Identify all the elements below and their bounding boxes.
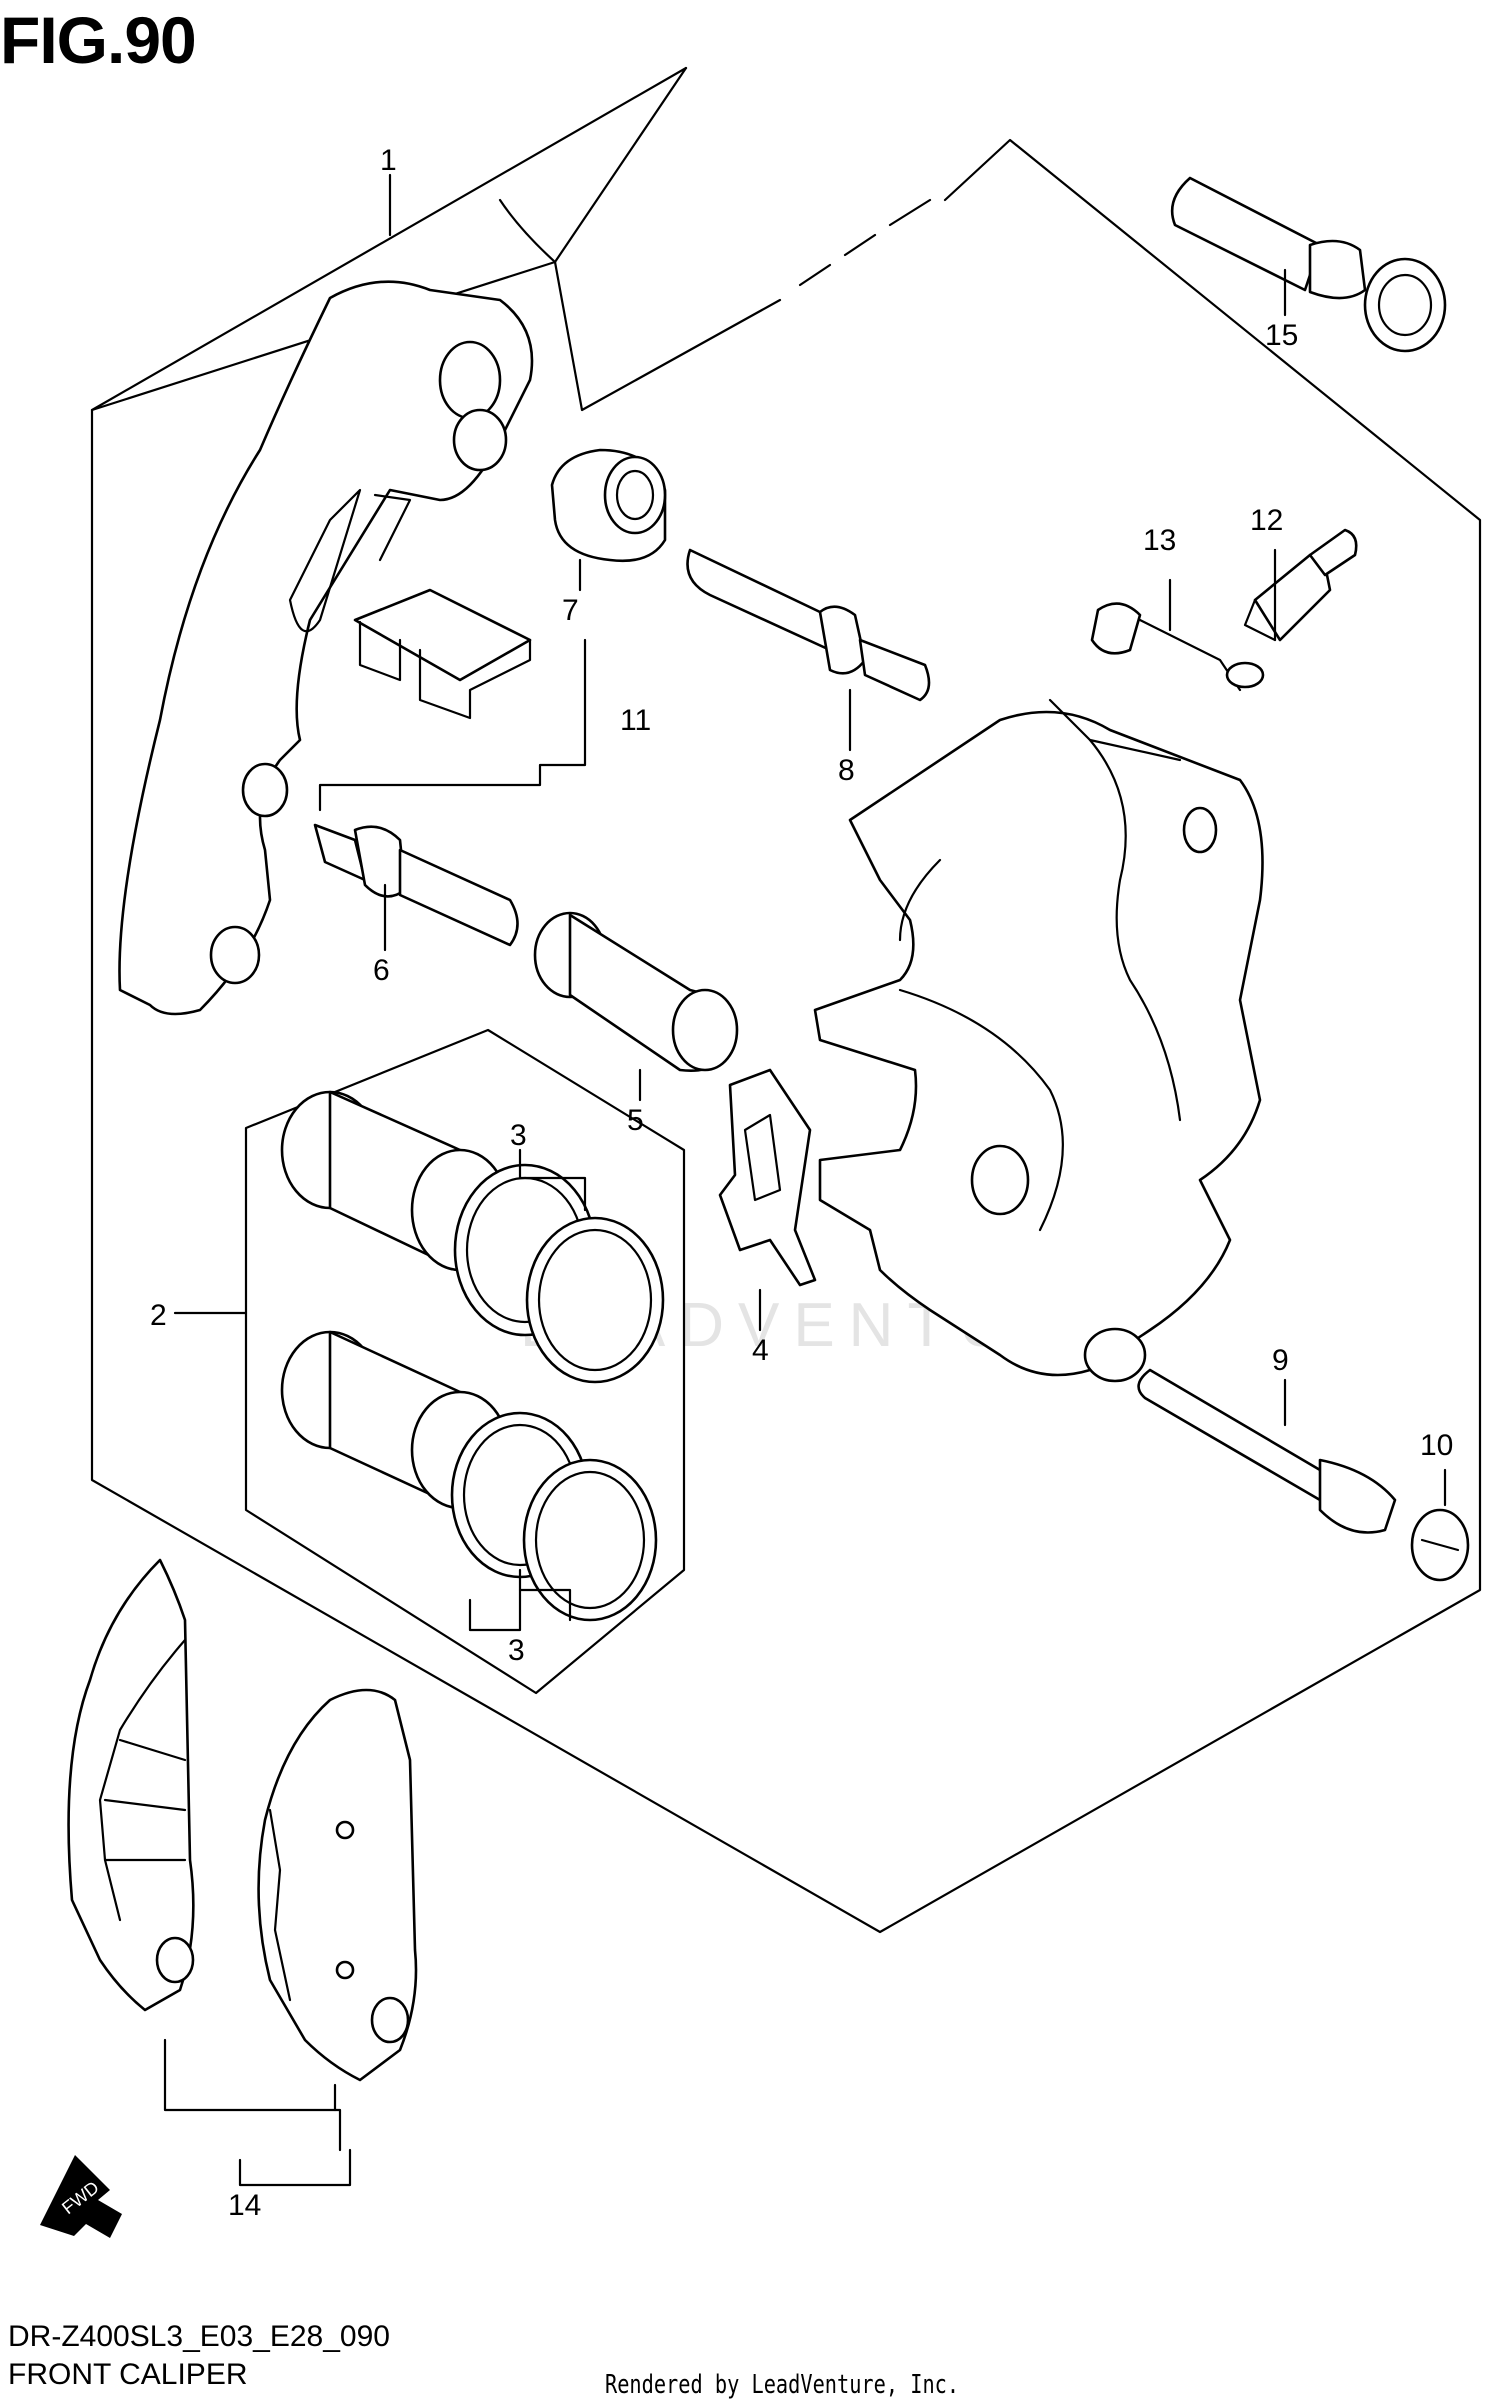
pad-spring-4 — [718, 1068, 817, 1287]
mount-bolt-15 — [1170, 176, 1447, 353]
bracket-slide-pin-6 — [313, 823, 519, 947]
callout-7: 7 — [562, 594, 579, 627]
pad-pin-9 — [1137, 1368, 1397, 1534]
pin-boot-7 — [550, 448, 667, 563]
callout-2: 2 — [150, 1299, 167, 1332]
model-code: DR-Z400SL3_E03_E28_090 — [8, 2320, 390, 2353]
assembly-outline — [90, 66, 1482, 1934]
callout-14: 14 — [228, 2189, 261, 2222]
callout-6: 6 — [373, 954, 390, 987]
seal-upper-b — [525, 1216, 665, 1384]
callout-1: 1 — [380, 144, 397, 177]
caliper-slide-pin-8 — [686, 548, 931, 702]
pin-plug-10 — [1410, 1508, 1470, 1582]
figure-title: FIG.90 — [0, 3, 197, 77]
bleeder-12 — [1243, 528, 1358, 642]
callout-15: 15 — [1265, 319, 1298, 352]
caliper-bracket — [118, 280, 534, 1016]
callout-8: 8 — [838, 754, 855, 787]
callout-11: 11 — [620, 704, 651, 737]
brake-pad-outer — [67, 1558, 195, 2012]
bleeder-cap-13 — [1090, 602, 1265, 692]
piston-lower — [280, 1330, 510, 1510]
fwd-arrow-icon: FWD — [40, 2155, 122, 2238]
leader-lines — [163, 173, 1447, 2187]
pad-retainer — [353, 588, 532, 720]
rendered-by-credit: Rendered by LeadVenture, Inc. — [605, 2370, 960, 2400]
piston-box-outline — [244, 1028, 686, 1695]
callout-5: 5 — [627, 1104, 644, 1137]
callout-3-upper: 3 — [510, 1119, 527, 1152]
callout-12: 12 — [1250, 504, 1283, 537]
brake-pad-inner — [257, 1688, 418, 2082]
pin-boot-5 — [533, 911, 739, 1072]
callout-3-lower: 3 — [508, 1634, 525, 1667]
callout-13: 13 — [1143, 524, 1176, 557]
diagram-name: FRONT CALIPER — [8, 2358, 248, 2391]
callout-4: 4 — [752, 1334, 769, 1367]
callout-10: 10 — [1420, 1429, 1453, 1462]
callout-labels: 1 2 3 3 4 5 6 7 8 9 10 11 12 13 14 15 — [150, 144, 1453, 2222]
seal-lower-b — [522, 1458, 658, 1622]
caliper-body — [813, 698, 1264, 1383]
callout-9: 9 — [1272, 1344, 1289, 1377]
